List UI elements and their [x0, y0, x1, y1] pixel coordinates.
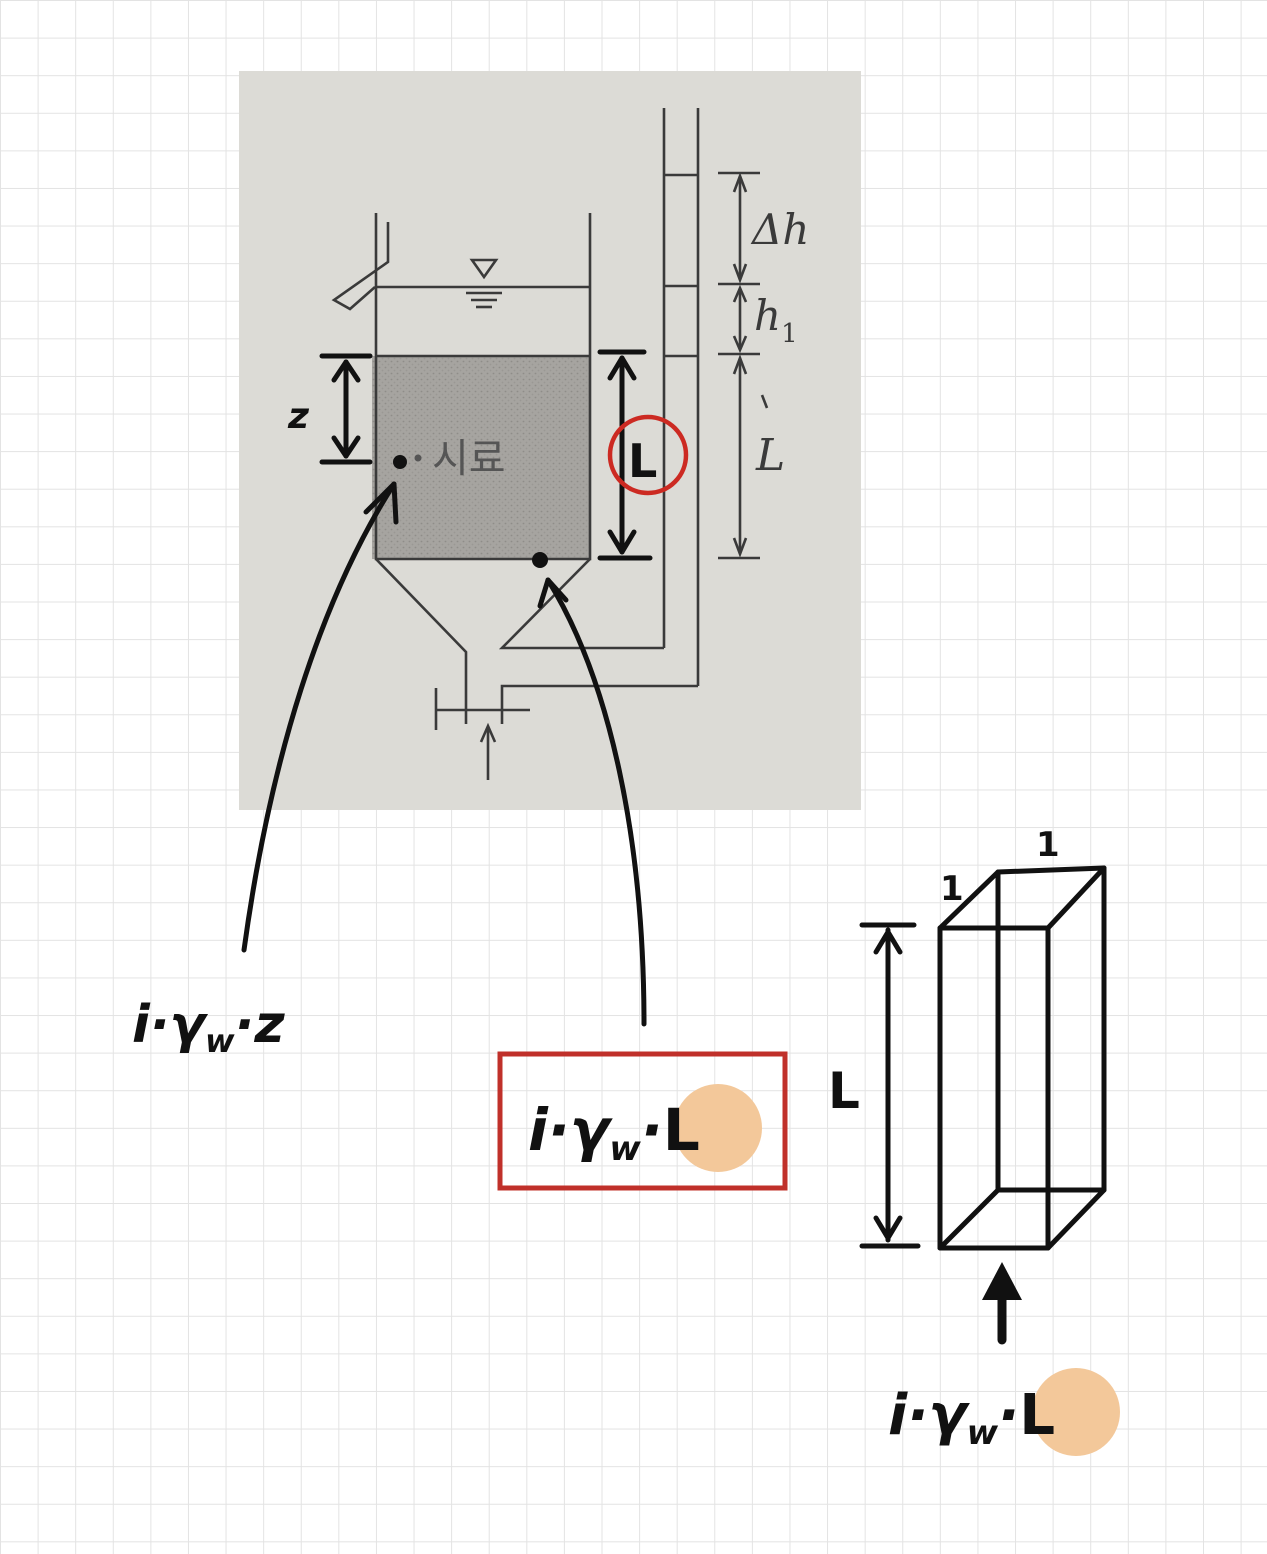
printed-dot — [414, 454, 422, 462]
column-width-dim: 1 — [940, 869, 964, 909]
unit-column-sketch: 1 1 L i·γw·L — [828, 825, 1120, 1456]
arrow-to-point-bottom — [545, 577, 647, 1027]
dimension-L — [732, 354, 748, 558]
funnel-right — [498, 558, 664, 650]
tank-wall — [374, 213, 592, 561]
point-bottom — [532, 552, 548, 568]
force-L: L — [1019, 1383, 1055, 1448]
handwritten-annotations: z L — [241, 349, 689, 1027]
formula-left: i·γw·z — [132, 995, 285, 1060]
force-prefix: i·γ — [888, 1383, 970, 1448]
formula-boxed-dot: · — [641, 1096, 663, 1164]
funnel-left — [375, 558, 468, 700]
point-depth-z — [393, 455, 407, 469]
arrow-to-point-z-head — [363, 481, 399, 525]
formula-box — [497, 1051, 788, 1191]
sample-label: 시료 — [432, 436, 506, 482]
column-front-face — [937, 925, 1051, 1251]
outlet-pipe — [500, 684, 698, 700]
z-label: z — [287, 396, 310, 437]
formula-boxed-prefix: i·γ — [528, 1096, 613, 1164]
L-circled-label: L — [628, 434, 657, 488]
dimension-delta-h — [732, 172, 748, 284]
formula-left-prefix: i·γ — [132, 995, 209, 1055]
column-depth-dim: 1 — [1036, 825, 1060, 865]
printed-mark — [760, 394, 769, 409]
formula-left-subscript: w — [205, 1022, 235, 1060]
inflow-arrow — [479, 722, 497, 743]
overflow-spout — [331, 222, 390, 311]
column-height-label: L — [828, 1062, 860, 1120]
svg-text:h1: h1 — [754, 291, 798, 349]
dimension-h1 — [732, 284, 748, 354]
arrow-to-point-z — [241, 481, 397, 953]
soil-sample — [372, 356, 590, 559]
formula-boxed: i·γw·L — [497, 1051, 788, 1191]
column-top-face — [937, 865, 1107, 931]
force-L-highlight-blob — [1032, 1368, 1120, 1456]
textbook-photo: Δh h1 L 시료 — [239, 71, 861, 810]
column-hidden-edges — [937, 869, 1107, 1251]
label-h1-subscript: 1 — [781, 319, 798, 349]
formula-left-tail: ·z — [235, 995, 286, 1055]
svg-text:i·γw·L: i·γw·L — [528, 1096, 700, 1169]
arrow-to-point-bottom-head — [537, 577, 569, 609]
water-level-symbol — [469, 258, 499, 280]
L-dimension-arrows — [607, 355, 637, 555]
force-subscript: w — [967, 1413, 999, 1453]
formula-boxed-subscript: w — [609, 1129, 641, 1169]
label-h1: h — [754, 291, 781, 340]
label-delta-h: Δh — [750, 205, 809, 254]
svg-text:i·γw·z: i·γw·z — [132, 995, 285, 1060]
force-dot: · — [998, 1383, 1019, 1448]
L-highlight-circle — [607, 414, 689, 496]
column-height-arrows — [873, 929, 903, 1241]
label-L-printed: L — [755, 430, 785, 481]
L-highlight-blob — [674, 1084, 762, 1172]
formula-boxed-L: L — [663, 1096, 700, 1164]
svg-text:i·γw·L: i·γw·L — [888, 1383, 1055, 1453]
seepage-force-arrow-head — [982, 1262, 1022, 1300]
z-dimension-arrows — [331, 359, 361, 459]
